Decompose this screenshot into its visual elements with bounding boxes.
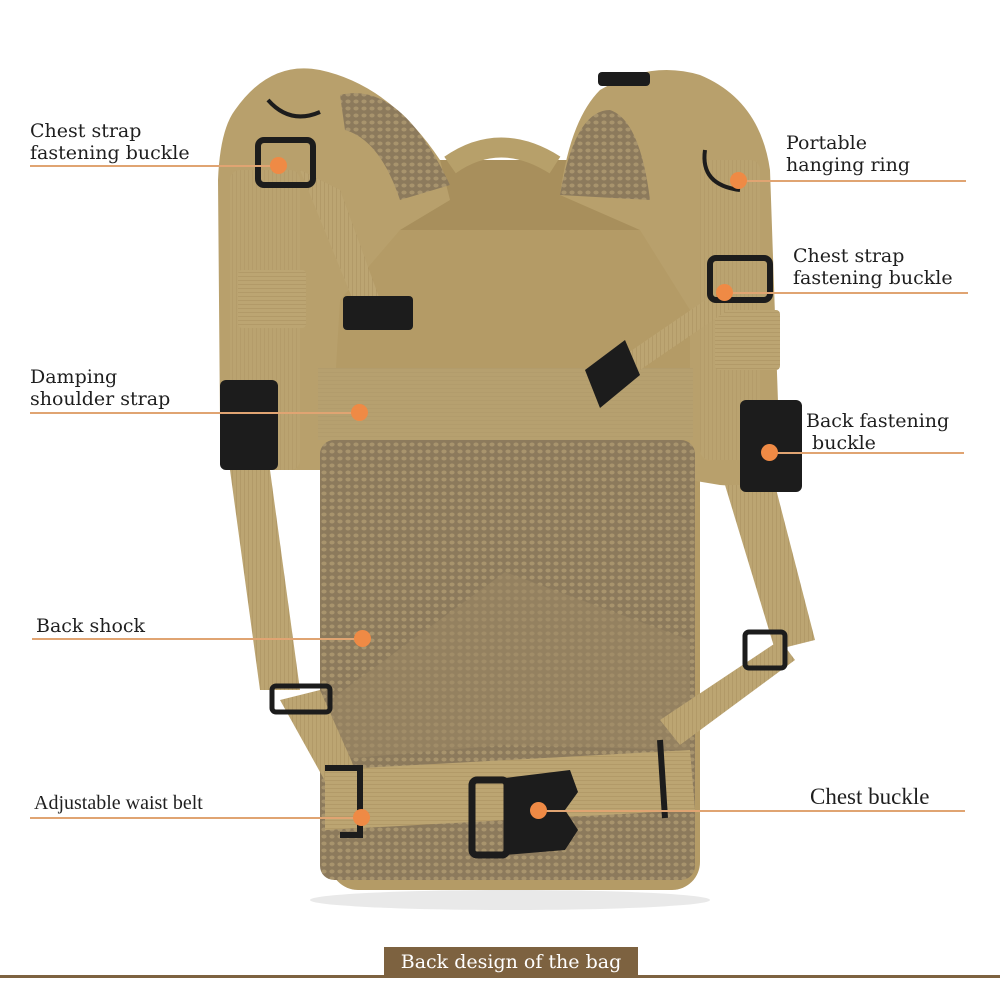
annotation-label-chest-buckle: Chest buckle [810, 784, 930, 809]
annotation-dot [530, 802, 547, 819]
leader-line [30, 817, 360, 819]
label-line: Chest strap [793, 245, 905, 267]
annotation-dot [761, 444, 778, 461]
leader-line [728, 292, 968, 294]
leader-line [30, 412, 358, 414]
leader-line [30, 165, 278, 167]
annotation-dot [354, 630, 371, 647]
annotation-label-chest-strap-buckle-left: Chest strap fastening buckle [30, 120, 190, 164]
leader-line [740, 180, 966, 182]
label-line: Adjustable waist belt [34, 792, 203, 814]
label-line: Portable [786, 132, 867, 154]
annotation-label-chest-strap-buckle-right: Chest strap fastening buckle [793, 245, 953, 289]
buckles [220, 72, 802, 859]
right-shoulder-pad [560, 70, 780, 486]
label-line: Back shock [36, 615, 146, 637]
label-line: shoulder strap [30, 388, 171, 410]
label-line: Damping [30, 366, 118, 388]
label-line: fastening buckle [30, 142, 190, 164]
annotation-dot [351, 404, 368, 421]
annotation-label-damping-shoulder-strap: Damping shoulder strap [30, 366, 170, 410]
annotation-dot [270, 157, 287, 174]
shoulder-straps [230, 170, 815, 790]
label-line: Back fastening [806, 410, 950, 432]
label-line: fastening buckle [793, 267, 953, 289]
annotation-dot [716, 284, 733, 301]
annotation-label-portable-hanging-ring: Portable hanging ring [786, 132, 910, 176]
annotation-label-back-fastening-buckle: Back fastening buckle [806, 410, 949, 454]
leader-line [770, 452, 964, 454]
annotation-dot [353, 809, 370, 826]
annotation-label-back-shock: Back shock [36, 615, 145, 637]
image-caption: Back design of the bag [384, 947, 638, 978]
label-line: buckle [806, 432, 876, 454]
annotation-dot [730, 172, 747, 189]
annotation-label-adjustable-waist-belt: Adjustable waist belt [34, 792, 203, 814]
label-line: Chest strap [30, 120, 142, 142]
label-line: hanging ring [786, 154, 911, 176]
leader-line [32, 638, 362, 640]
label-line: Chest buckle [810, 784, 930, 809]
leader-line [540, 810, 965, 812]
